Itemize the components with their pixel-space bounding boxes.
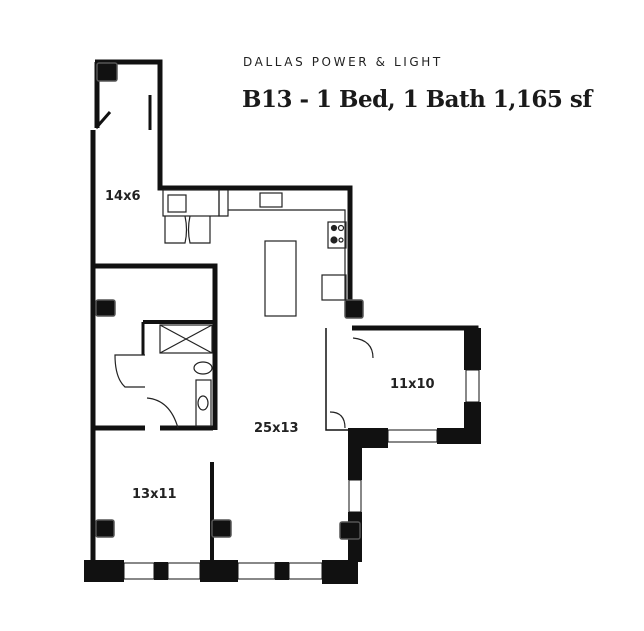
unit-title: B13 - 1 Bed, 1 Bath 1,165 sf xyxy=(242,86,592,113)
room-label-den: 11x10 xyxy=(390,377,435,392)
kitchen-fixtures xyxy=(162,189,347,317)
room-label-bedroom: 13x11 xyxy=(132,487,177,502)
wall-blocks xyxy=(84,328,481,584)
bath-fixtures xyxy=(114,324,374,429)
walls xyxy=(90,59,479,580)
windows xyxy=(123,369,480,580)
room-label-entry: 14x6 xyxy=(105,189,141,204)
columns xyxy=(95,62,364,540)
building-name: DALLAS POWER & LIGHT xyxy=(243,55,443,69)
kitchen-island xyxy=(264,240,297,317)
room-label-living: 25x13 xyxy=(254,421,299,436)
